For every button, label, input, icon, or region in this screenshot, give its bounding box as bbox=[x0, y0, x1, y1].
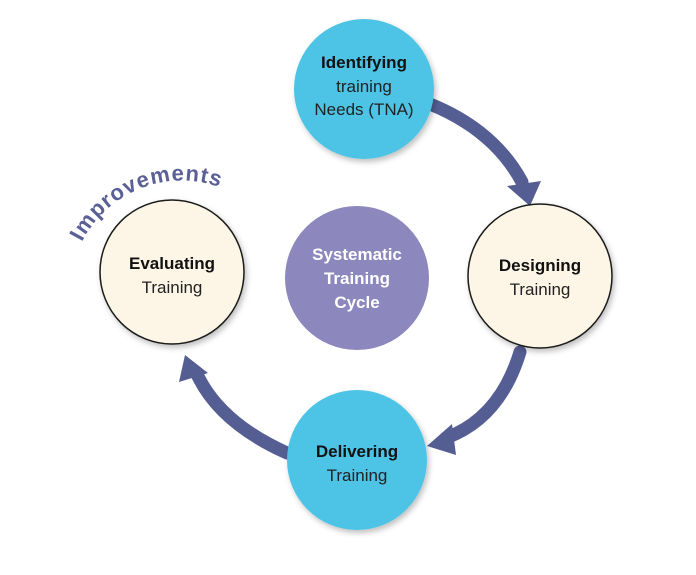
arrow-head-evaluating bbox=[179, 355, 208, 382]
node-identifying-circle bbox=[294, 19, 434, 159]
node-evaluating-sub: Training bbox=[142, 278, 203, 297]
center-cycle-line2: Training bbox=[324, 269, 390, 288]
center-cycle-line1: Systematic bbox=[312, 245, 402, 264]
node-identifying: Identifying training Needs (TNA) bbox=[294, 19, 434, 159]
node-identifying-line2: training bbox=[336, 77, 392, 96]
node-delivering-title: Delivering bbox=[316, 442, 398, 461]
node-delivering: Delivering Training bbox=[287, 390, 427, 530]
arrow-head-designing bbox=[507, 181, 541, 206]
center-cycle-circle bbox=[285, 206, 429, 350]
node-designing: Designing Training bbox=[467, 203, 613, 349]
node-designing-sub: Training bbox=[510, 280, 571, 299]
arrow-designing-to-delivering bbox=[439, 345, 527, 445]
node-delivering-circle bbox=[287, 390, 427, 530]
node-designing-circle bbox=[467, 203, 613, 349]
cycle-arrows bbox=[179, 97, 541, 460]
node-identifying-line3: Needs (TNA) bbox=[314, 100, 413, 119]
center-cycle-line3: Cycle bbox=[334, 293, 379, 312]
arrow-identifying-to-designing bbox=[423, 97, 529, 189]
node-evaluating-title: Evaluating bbox=[129, 254, 215, 273]
node-delivering-sub: Training bbox=[327, 466, 388, 485]
node-designing-title: Designing bbox=[499, 256, 581, 275]
node-evaluating-circle bbox=[99, 199, 245, 345]
arrow-delivering-to-evaluating bbox=[189, 365, 294, 460]
node-evaluating: Evaluating Training bbox=[99, 199, 245, 345]
center-cycle: Systematic Training Cycle bbox=[285, 206, 429, 350]
node-identifying-title: Identifying bbox=[321, 53, 407, 72]
arrow-head-delivering bbox=[427, 424, 456, 455]
